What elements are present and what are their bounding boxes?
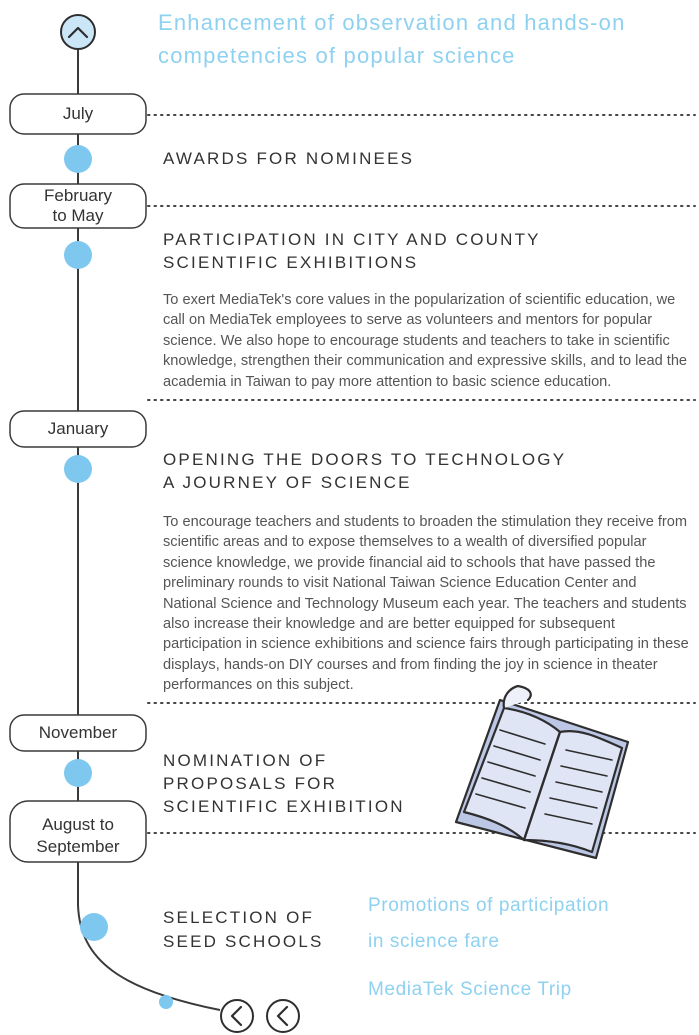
page-heading: Enhancement of observation and hands-on … — [158, 6, 698, 72]
section-title-nomination: NOMINATION OF PROPOSALS FOR SCIENTIFIC E… — [163, 749, 405, 818]
chevron-left-icon[interactable] — [220, 999, 254, 1033]
section-title-participation: PARTICIPATION IN CITY AND COUNTY SCIENTI… — [163, 228, 541, 274]
section-title-line: PROPOSALS FOR — [163, 774, 338, 793]
timeline-dot — [64, 145, 92, 173]
date-label-line: to May — [52, 206, 104, 225]
date-box-aug-sep — [9, 800, 147, 863]
date-box-feb-may — [9, 183, 147, 229]
section-title-awards: AWARDS FOR NOMINEES — [163, 149, 415, 168]
section-title-line: A JOURNEY OF SCIENCE — [163, 473, 412, 492]
date-label-july: July — [62, 104, 94, 123]
section-title-line: SELECTION OF — [163, 908, 315, 927]
date-label-line: February — [43, 186, 113, 205]
open-book-icon — [454, 684, 630, 860]
chevron-up-icon[interactable] — [60, 14, 96, 50]
page-heading-line2: competencies of popular science — [158, 43, 516, 68]
date-label-january: January — [47, 419, 109, 438]
date-box-november — [9, 714, 147, 752]
section-title-line: SEED SCHOOLS — [163, 932, 324, 951]
timeline-dot — [64, 241, 92, 269]
timeline-line — [77, 42, 221, 1011]
timeline-dot — [80, 913, 108, 941]
section-title-selection: SELECTION OF SEED SCHOOLS — [163, 906, 324, 954]
link-promotions-participation[interactable]: Promotions of participation in science f… — [368, 892, 609, 956]
section-title-line: PARTICIPATION IN CITY AND COUNTY — [163, 230, 541, 249]
date-label-aug-sep: August to September — [10, 814, 146, 858]
section-body-opening: To encourage teachers and students to br… — [163, 514, 689, 694]
section-body-participation: To exert MediaTek's core values in the p… — [163, 292, 688, 390]
link-line[interactable]: in science fare — [368, 931, 500, 952]
section-title-line: NOMINATION OF — [163, 751, 328, 770]
link-line[interactable]: Promotions of participation — [368, 895, 610, 916]
link-science-trip[interactable]: MediaTek Science Trip — [368, 979, 572, 1000]
date-box-january — [9, 410, 147, 448]
date-label-line: September — [36, 837, 120, 856]
page-heading-line1: Enhancement of observation and hands-on — [158, 10, 626, 35]
date-label-feb-may: February to May — [10, 186, 146, 226]
section-title-line: SCIENTIFIC EXHIBITIONS — [163, 253, 419, 272]
date-label-line: August to — [42, 815, 114, 834]
timeline-dot — [64, 759, 92, 787]
section-title-line: OPENING THE DOORS TO TECHNOLOGY — [163, 450, 567, 469]
section-title-line: SCIENTIFIC EXHIBITION — [163, 797, 405, 816]
date-label-november: November — [38, 723, 118, 742]
chevron-left-icon[interactable] — [266, 999, 300, 1033]
timeline-dot — [64, 455, 92, 483]
date-box-july — [9, 93, 147, 135]
timeline-dot — [159, 995, 173, 1009]
section-title-opening: OPENING THE DOORS TO TECHNOLOGY A JOURNE… — [163, 448, 566, 494]
